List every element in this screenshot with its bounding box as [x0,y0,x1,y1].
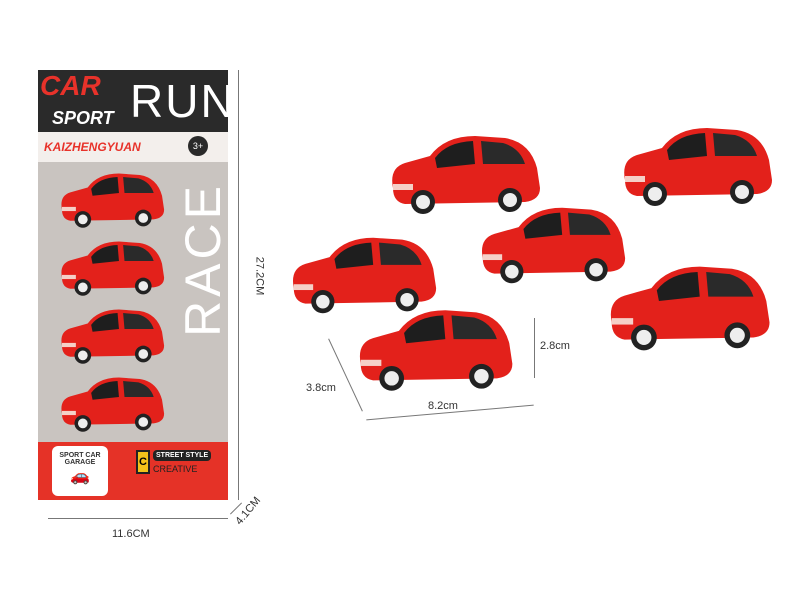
package-title-car: CAR [40,70,101,101]
package-title-run: RUN [130,75,228,127]
package-box: CAR SPORT RUN KAIZHENGYUAN 3+ RACE SPORT… [38,70,228,500]
badge-top-text: SPORT CAR [59,452,101,459]
brand-bar: KAIZHENGYUAN 3+ [38,132,228,162]
package-footer: SPORT CAR GARAGE 🚗 C STREET STYLE CREATI… [38,442,228,500]
car-length-label: 8.2cm [428,400,458,412]
car-height-label: 2.8cm [540,340,570,352]
packaged-car [52,168,172,234]
age-badge: 3+ [188,136,208,156]
packaged-car [52,372,172,438]
car-icon: 🚗 [70,468,90,485]
package-height-label: 27.2CM [253,256,266,296]
badge-bottom-text: GARAGE [64,459,96,466]
car-height-line [534,318,535,378]
loose-car [350,302,520,400]
loose-car [617,120,777,215]
height-dimension-line [238,70,239,500]
package-width-label: 11.6CM [112,528,150,540]
packaged-car [52,304,172,370]
car-width-label: 3.8cm [306,382,336,394]
c-logo: C [136,450,150,474]
package-side-text: RACE [175,182,228,337]
package-header: CAR SPORT RUN [38,70,228,132]
package-window: RACE [38,162,228,442]
package-title-sport: SPORT [52,108,114,128]
width-dimension-line [48,518,228,519]
creative-label: CREATIVE [153,464,198,474]
street-style-label: STREET STYLE [153,450,212,461]
sport-car-garage-badge: SPORT CAR GARAGE 🚗 [52,446,108,496]
packaged-car [52,236,172,302]
brand-logo: KAIZHENGYUAN [44,140,141,154]
loose-car [600,258,778,360]
